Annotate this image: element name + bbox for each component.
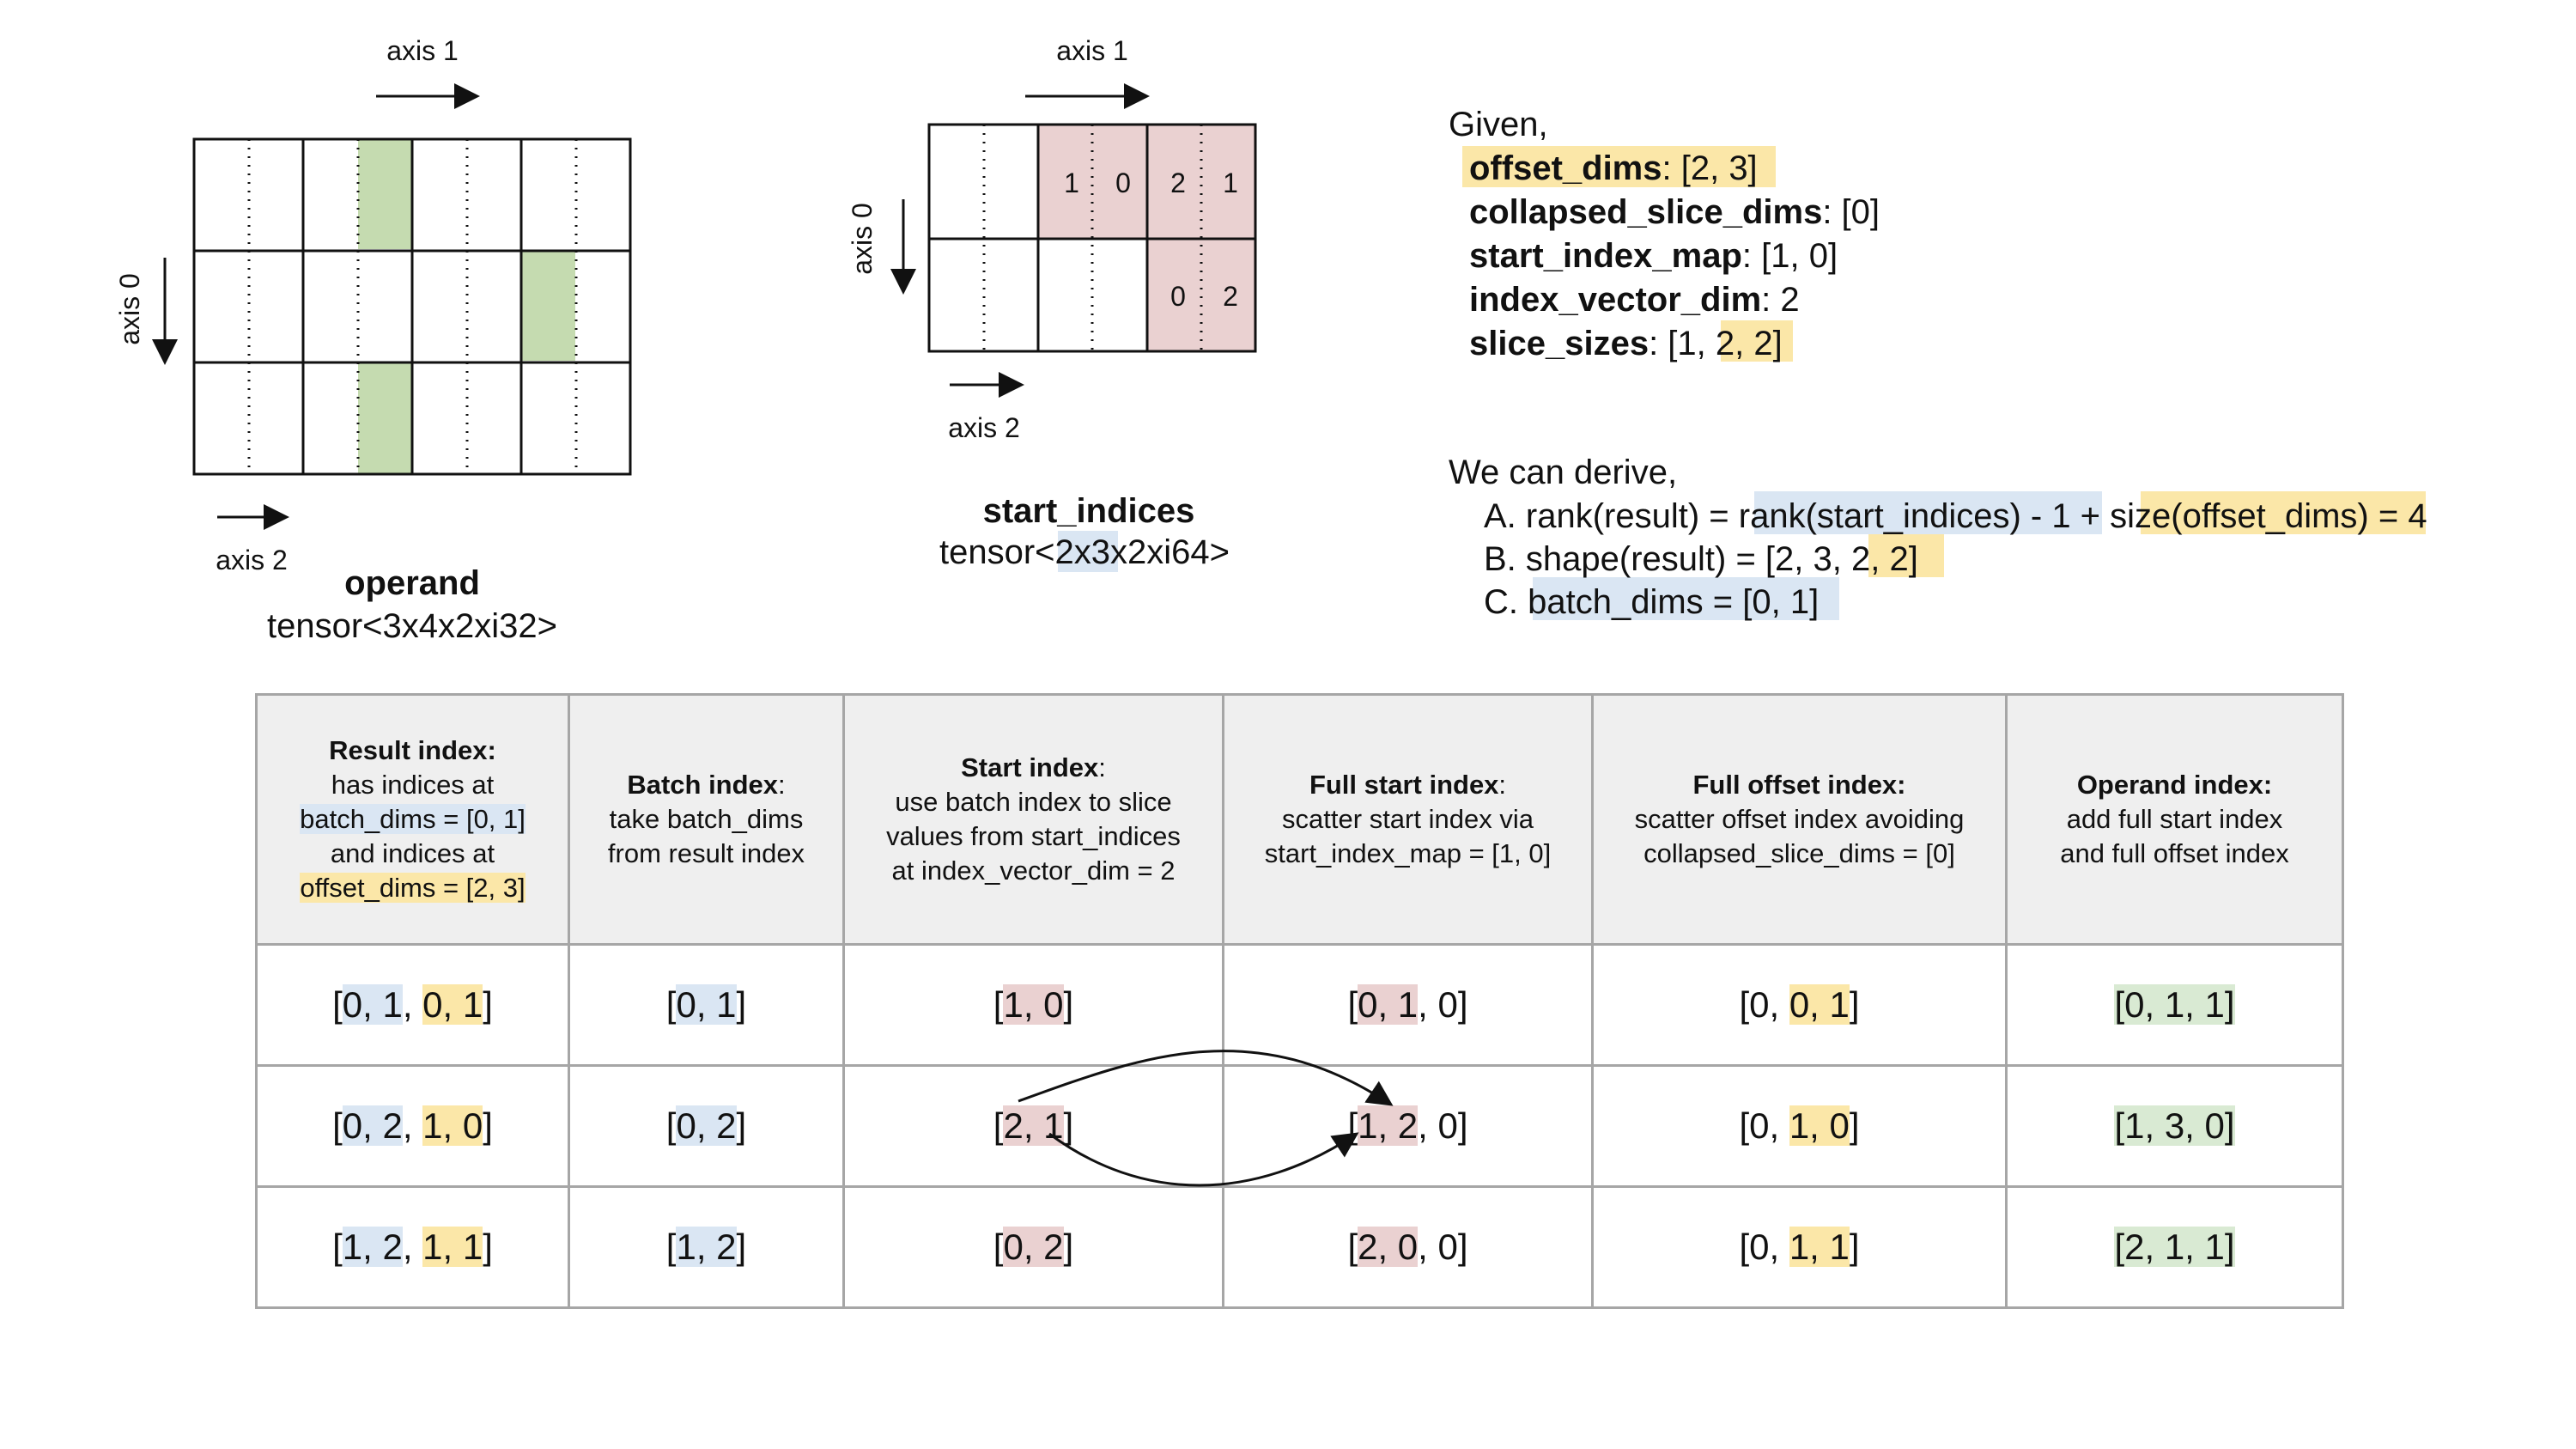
header-start-index: Start index: use batch index to slice va… <box>842 693 1224 946</box>
operand-highlight <box>522 251 575 361</box>
start-indices-cell: 2 <box>1223 281 1238 312</box>
header-result-index: Result index: has indices at batch_dims … <box>255 693 570 946</box>
result-index-cell: [0, 1, 0, 1] <box>255 943 570 1067</box>
full-start-index-cell: [1, 2, 0] <box>1222 1064 1594 1188</box>
given-start-index-map: start_index_map: [1, 0] <box>1469 237 1838 275</box>
table-row: [0, 2, 1, 0] [0, 2] [2, 1] [1, 2, 0] [0,… <box>255 1064 2344 1188</box>
start-index-cell: [1, 0] <box>842 943 1224 1067</box>
given-index-vector-dim: index_vector_dim: 2 <box>1469 281 1800 319</box>
operand-index-cell: [1, 3, 0] <box>2005 1064 2344 1188</box>
start-index-cell: [2, 1] <box>842 1064 1224 1188</box>
batch-index-cell: [0, 2] <box>568 1064 845 1188</box>
start-indices-cell: 0 <box>1170 281 1186 312</box>
operand-index-cell: [2, 1, 1] <box>2005 1185 2344 1309</box>
operand-axis0-label: axis 0 <box>114 273 145 345</box>
start-indices-axis1-label: axis 1 <box>1056 35 1128 66</box>
given-highlight <box>1462 146 1776 187</box>
start-index-cell: [0, 2] <box>842 1185 1224 1309</box>
operand-highlight <box>358 139 411 249</box>
full-start-index-cell: [0, 1, 0] <box>1222 943 1594 1067</box>
table-row: [0, 1, 0, 1] [0, 1] [1, 0] [0, 1, 0] [0,… <box>255 943 2344 1067</box>
given-collapsed-slice-dims: collapsed_slice_dims: [0] <box>1469 193 1880 231</box>
operand-axis1-label: axis 1 <box>386 35 459 66</box>
derive-b: B. shape(result) = [2, 3, 2, 2] <box>1484 540 1918 578</box>
derive-highlight-yellow <box>2141 491 2426 534</box>
operand-type: tensor<3x4x2xi32> <box>267 607 557 645</box>
derive-c: C. batch_dims = [0, 1] <box>1484 583 1819 621</box>
start-indices-axis2-label: axis 2 <box>948 412 1020 443</box>
header-batch-index: Batch index: take batch_dims from result… <box>568 693 845 946</box>
full-offset-index-cell: [0, 1, 1] <box>1591 1185 2008 1309</box>
start-indices-cell: 2 <box>1170 167 1186 198</box>
result-index-cell: [1, 2, 1, 1] <box>255 1185 570 1309</box>
operand-grid <box>192 137 632 476</box>
batch-index-cell: [0, 1] <box>568 943 845 1067</box>
given-highlight <box>1721 320 1793 362</box>
derive-a: A. rank(result) = rank(start_indices) - … <box>1484 497 2427 535</box>
start-indices-cell: 0 <box>1115 167 1131 198</box>
start-indices-type-highlight <box>1058 531 1118 572</box>
derive-highlight-yellow <box>1868 534 1944 577</box>
start-indices-grid: 1 0 2 1 0 2 <box>927 123 1257 353</box>
given-offset-dims: offset_dims: [2, 3] <box>1469 149 1758 187</box>
operand-name: operand <box>344 564 480 602</box>
header-full-start-index: Full start index: scatter start index vi… <box>1222 693 1594 946</box>
batch-index-cell: [1, 2] <box>568 1185 845 1309</box>
given-title: Given, <box>1449 106 1548 143</box>
operand-index-cell: [0, 1, 1] <box>2005 943 2344 1067</box>
start-indices-highlight <box>1147 239 1255 351</box>
full-offset-index-cell: [0, 0, 1] <box>1591 943 2008 1067</box>
start-indices-type: tensor<2x3x2xi64> <box>939 533 1230 571</box>
table-row: [1, 2, 1, 1] [1, 2] [0, 2] [2, 0, 0] [0,… <box>255 1185 2344 1309</box>
derive-highlight-blue <box>1754 491 2102 534</box>
gather-table: Result index: has indices at batch_dims … <box>255 693 2344 1309</box>
derive-highlight-blue <box>1533 577 1839 620</box>
start-indices-cell: 1 <box>1064 167 1079 198</box>
header-full-offset-index: Full offset index: scatter offset index … <box>1591 693 2008 946</box>
given-slice-sizes: slice_sizes: [1, 2, 2] <box>1469 325 1783 362</box>
start-indices-axis0-label: axis 0 <box>847 203 878 275</box>
full-start-index-cell: [2, 0, 0] <box>1222 1185 1594 1309</box>
given-block: Given, offset_dims: [2, 3] collapsed_sli… <box>1449 106 1880 362</box>
table-header-row: Result index: has indices at batch_dims … <box>255 693 2344 946</box>
start-indices-cell: 1 <box>1223 167 1238 198</box>
derive-block: We can derive, A. rank(result) = rank(st… <box>1449 454 2427 621</box>
operand-axis2-label: axis 2 <box>216 545 288 575</box>
result-index-cell: [0, 2, 1, 0] <box>255 1064 570 1188</box>
header-operand-index: Operand index: add full start index and … <box>2005 693 2344 946</box>
derive-title: We can derive, <box>1449 454 1677 491</box>
start-indices-name: start_indices <box>983 492 1195 530</box>
operand-highlight <box>358 362 411 474</box>
full-offset-index-cell: [0, 1, 0] <box>1591 1064 2008 1188</box>
